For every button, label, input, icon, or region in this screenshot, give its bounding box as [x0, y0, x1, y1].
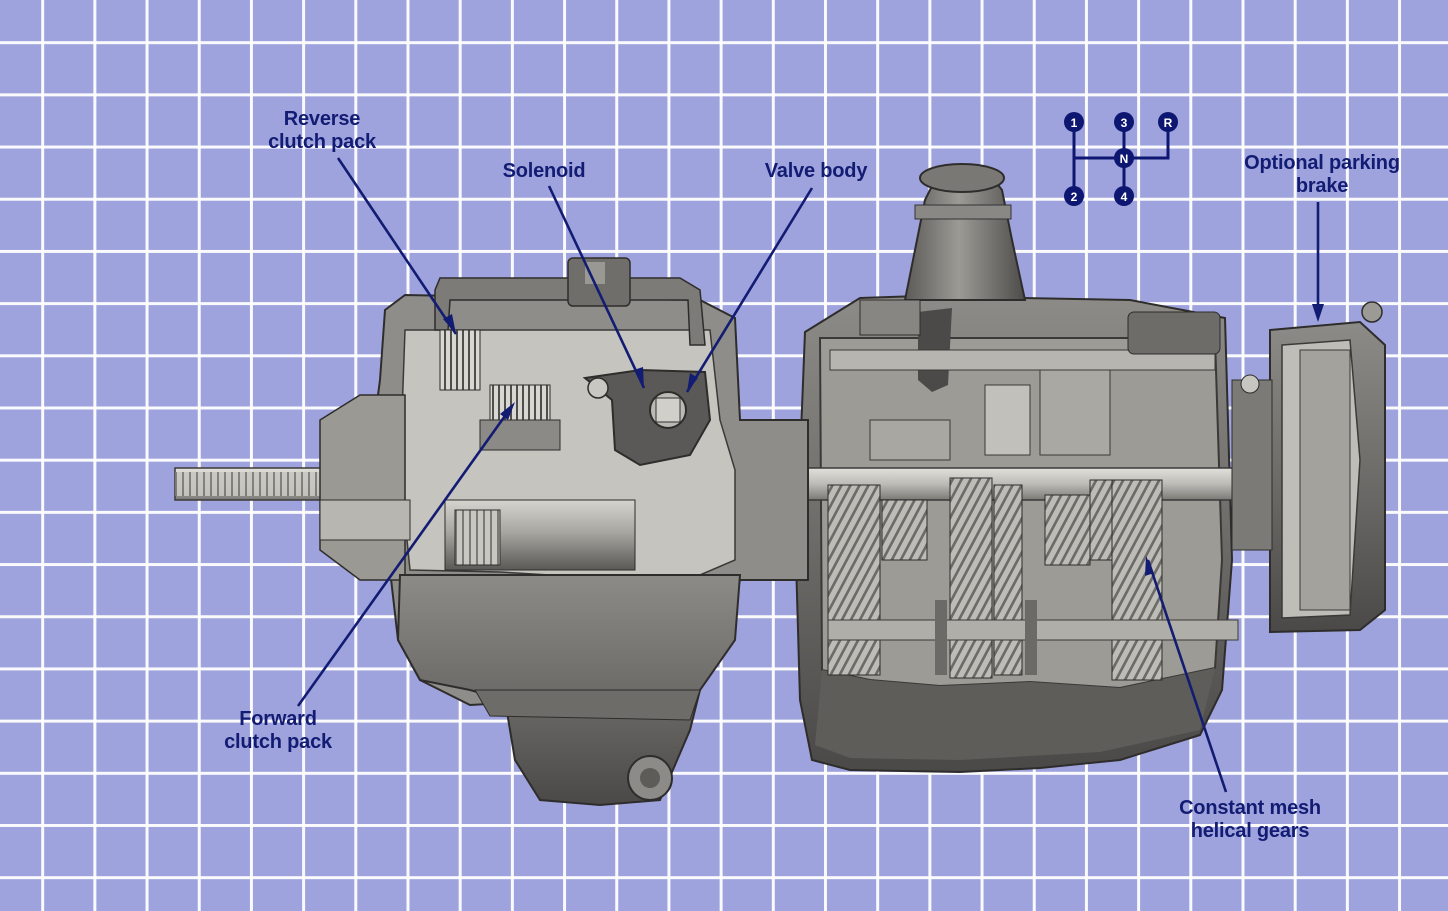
leader-arrowheads: [443, 304, 1324, 576]
leader-lines: [296, 157, 1320, 793]
gear-3-label: 3: [1121, 116, 1128, 130]
shift-tower: [903, 163, 1027, 392]
label-reverse-clutch-pack: Reverse clutch pack: [250, 108, 394, 154]
parking-brake-drum: [1231, 301, 1386, 634]
shift-pattern: 1 2 3 4 N R: [1064, 112, 1178, 206]
oil-pan: [396, 574, 742, 807]
label-solenoid-line-1: Solenoid: [502, 160, 586, 182]
label-forward-clutch-pack: Forward clutch pack: [204, 708, 352, 754]
label-forward-clutch-line-1: Forward: [239, 708, 317, 730]
gearbox-internals: [829, 299, 1221, 461]
arrowhead-parking-brake: [1312, 304, 1324, 322]
label-valve-body: Valve body: [748, 160, 884, 183]
arrowhead-reverse-clutch: [443, 314, 456, 334]
label-helical-gears-line-1: Constant mesh: [1179, 797, 1321, 819]
label-helical-gears-line-2: helical gears: [1190, 820, 1310, 842]
arrowhead-helical-gears: [1145, 556, 1154, 576]
gear-1-label: 1: [1071, 116, 1078, 130]
label-optional-parking-brake: Optional parking brake: [1222, 152, 1422, 198]
arrowhead-valve-body: [687, 373, 698, 392]
arrowhead-forward-clutch: [500, 402, 515, 420]
label-parking-brake-line-1: Optional parking: [1244, 152, 1400, 174]
label-forward-clutch-line-2: clutch pack: [224, 731, 332, 753]
gear-r-marker: [1158, 112, 1178, 132]
gear-2-label: 2: [1071, 190, 1078, 204]
label-constant-mesh-helical-gears: Constant mesh helical gears: [1156, 797, 1344, 843]
gear-2-marker: [1064, 186, 1084, 206]
gear-n-label: N: [1120, 152, 1129, 166]
gear-1-marker: [1064, 112, 1084, 132]
label-solenoid: Solenoid: [488, 160, 600, 183]
label-valve-body-line-1: Valve body: [764, 160, 868, 182]
gear-r-label: R: [1164, 116, 1173, 130]
leader-reverse-clutch: [336, 157, 458, 335]
leader-forward-clutch: [296, 405, 514, 707]
gear-n-marker: [1114, 148, 1134, 168]
leader-helical-gears: [1146, 559, 1228, 793]
gear-3-marker: [1114, 112, 1134, 132]
label-parking-brake-line-2: brake: [1295, 175, 1349, 197]
label-reverse-clutch-line-1: Reverse: [283, 108, 361, 130]
arrowhead-solenoid: [634, 367, 644, 388]
label-reverse-clutch-line-2: clutch pack: [268, 131, 376, 153]
gear-4-label: 4: [1121, 190, 1128, 204]
helical-gear-set: [827, 477, 1239, 681]
leader-valve-body: [685, 187, 814, 393]
leader-solenoid: [547, 185, 646, 389]
gear-4-marker: [1114, 186, 1134, 206]
